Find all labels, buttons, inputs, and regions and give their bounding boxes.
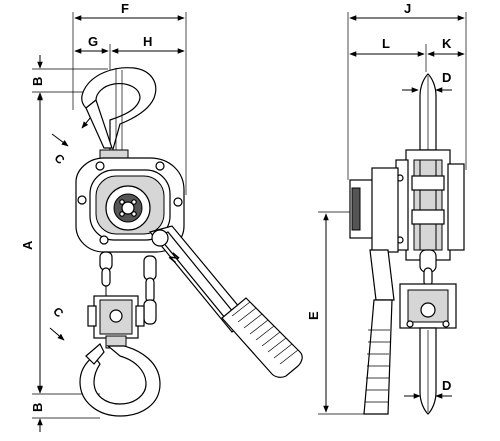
label-c-bottom: C xyxy=(50,304,66,320)
load-chain xyxy=(99,251,157,325)
dimension-e: E xyxy=(306,211,370,415)
label-l: L xyxy=(382,36,390,51)
dimension-g-h: G H xyxy=(74,34,185,70)
label-f: F xyxy=(121,1,129,16)
label-k: K xyxy=(442,36,452,51)
label-d-top: D xyxy=(442,70,451,85)
label-h: H xyxy=(143,34,152,49)
side-housing xyxy=(349,149,465,261)
label-d-bottom: D xyxy=(442,378,451,393)
label-a: A xyxy=(20,240,35,250)
dimension-c-top: C xyxy=(52,111,96,167)
dimension-j: J xyxy=(347,1,467,180)
label-b-top: B xyxy=(30,77,45,86)
label-e: E xyxy=(306,311,321,320)
dimension-l-k: L K xyxy=(349,36,465,72)
label-g: G xyxy=(88,34,98,49)
dimension-d-bottom: D xyxy=(404,378,452,399)
dimension-d-top: D xyxy=(402,70,452,93)
label-b-bottom: B xyxy=(30,403,45,412)
bottom-hook xyxy=(79,335,161,417)
bottom-block xyxy=(87,295,145,339)
label-j: J xyxy=(404,1,411,16)
top-hook xyxy=(81,67,157,165)
side-top-hook xyxy=(419,73,437,151)
front-view: F G H B A B xyxy=(20,1,303,432)
dimension-b-bottom: B xyxy=(30,380,100,432)
dimension-f: F xyxy=(72,1,187,195)
side-bottom-hook xyxy=(419,327,437,415)
side-lever xyxy=(363,249,395,415)
grip-handle xyxy=(221,297,303,378)
side-bottom-block xyxy=(399,283,457,329)
label-c-top: C xyxy=(52,151,68,167)
side-chain xyxy=(419,249,437,287)
side-view: J L K D D E xyxy=(306,1,467,415)
hoist-body xyxy=(75,157,185,253)
